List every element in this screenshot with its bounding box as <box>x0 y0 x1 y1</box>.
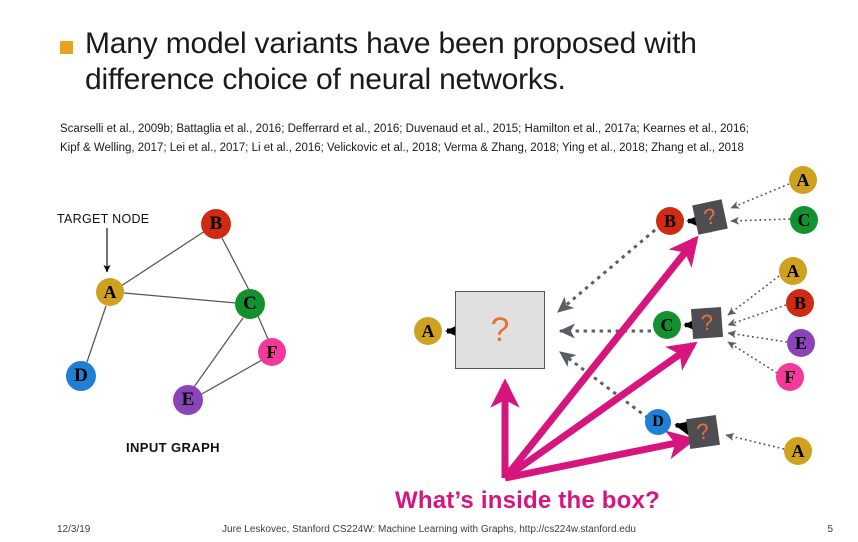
question-mark-icon: ? <box>701 203 719 231</box>
node-label: B <box>209 213 223 234</box>
question-mark-icon: ? <box>695 418 711 445</box>
node-label: D <box>74 365 88 386</box>
node-label: D <box>652 413 664 430</box>
graph-node-c[interactable]: C <box>790 206 818 234</box>
node-label: B <box>663 210 676 231</box>
footer-date: 12/3/19 <box>57 524 91 535</box>
footer-attribution: Jure Leskovec, Stanford CS224W: Machine … <box>222 524 636 535</box>
input-graph-label: INPUT GRAPH <box>126 440 220 455</box>
aggregation-box-1[interactable]: ? <box>692 199 728 235</box>
citations-line-1: Scarselli et al., 2009b; Battaglia et al… <box>60 123 749 135</box>
graph-node-c[interactable]: C <box>653 311 681 339</box>
node-label: F <box>784 366 796 387</box>
graph-node-a[interactable]: A <box>779 257 807 285</box>
question-mark-icon: ? <box>490 311 510 349</box>
citations-line-2: Kipf & Welling, 2017; Lei et al., 2017; … <box>60 142 744 154</box>
graph-node-c[interactable]: C <box>235 289 265 319</box>
node-label: E <box>181 389 195 410</box>
aggregation-box-3[interactable]: ? <box>686 415 720 449</box>
graph-node-d[interactable]: D <box>645 409 671 435</box>
citations-block: Scarselli et al., 2009b; Battaglia et al… <box>60 120 820 158</box>
graph-node-e[interactable]: E <box>787 329 815 357</box>
graph-node-b[interactable]: B <box>656 207 684 235</box>
page-title: Many model variants have been proposed w… <box>85 27 697 96</box>
graph-node-a[interactable]: A <box>789 166 817 194</box>
graph-node-b[interactable]: B <box>201 209 231 239</box>
node-label: A <box>103 281 117 302</box>
graph-node-a[interactable]: A <box>414 317 442 345</box>
graph-node-e[interactable]: E <box>173 385 203 415</box>
node-label: F <box>266 341 278 362</box>
message-passing-dotted-arrows <box>557 228 656 420</box>
graph-node-d[interactable]: D <box>66 361 96 391</box>
question-mark-icon: ? <box>699 309 714 336</box>
node-label: A <box>786 260 800 281</box>
footer-page-number: 5 <box>827 524 833 535</box>
unknown-aggregation-box[interactable]: ? <box>455 291 545 369</box>
node-label: A <box>796 169 810 190</box>
bullet-marker-icon <box>60 41 73 54</box>
node-label: A <box>421 320 435 341</box>
caption-text: What’s inside the box? <box>395 487 660 514</box>
layer2-dotted-arrows <box>725 183 791 450</box>
graph-node-a[interactable]: A <box>96 278 124 306</box>
aggregation-box-2[interactable]: ? <box>690 306 724 340</box>
graph-node-a[interactable]: A <box>784 437 812 465</box>
node-label: E <box>794 332 807 353</box>
node-label: B <box>793 292 806 313</box>
node-label: C <box>660 314 674 335</box>
graph-node-f[interactable]: F <box>258 338 286 366</box>
graph-node-f[interactable]: F <box>776 363 804 391</box>
node-label: C <box>797 209 811 230</box>
graph-node-b[interactable]: B <box>786 289 814 317</box>
node-label: A <box>791 440 805 461</box>
node-label: C <box>243 293 257 314</box>
target-node-label: TARGET NODE <box>57 212 150 226</box>
